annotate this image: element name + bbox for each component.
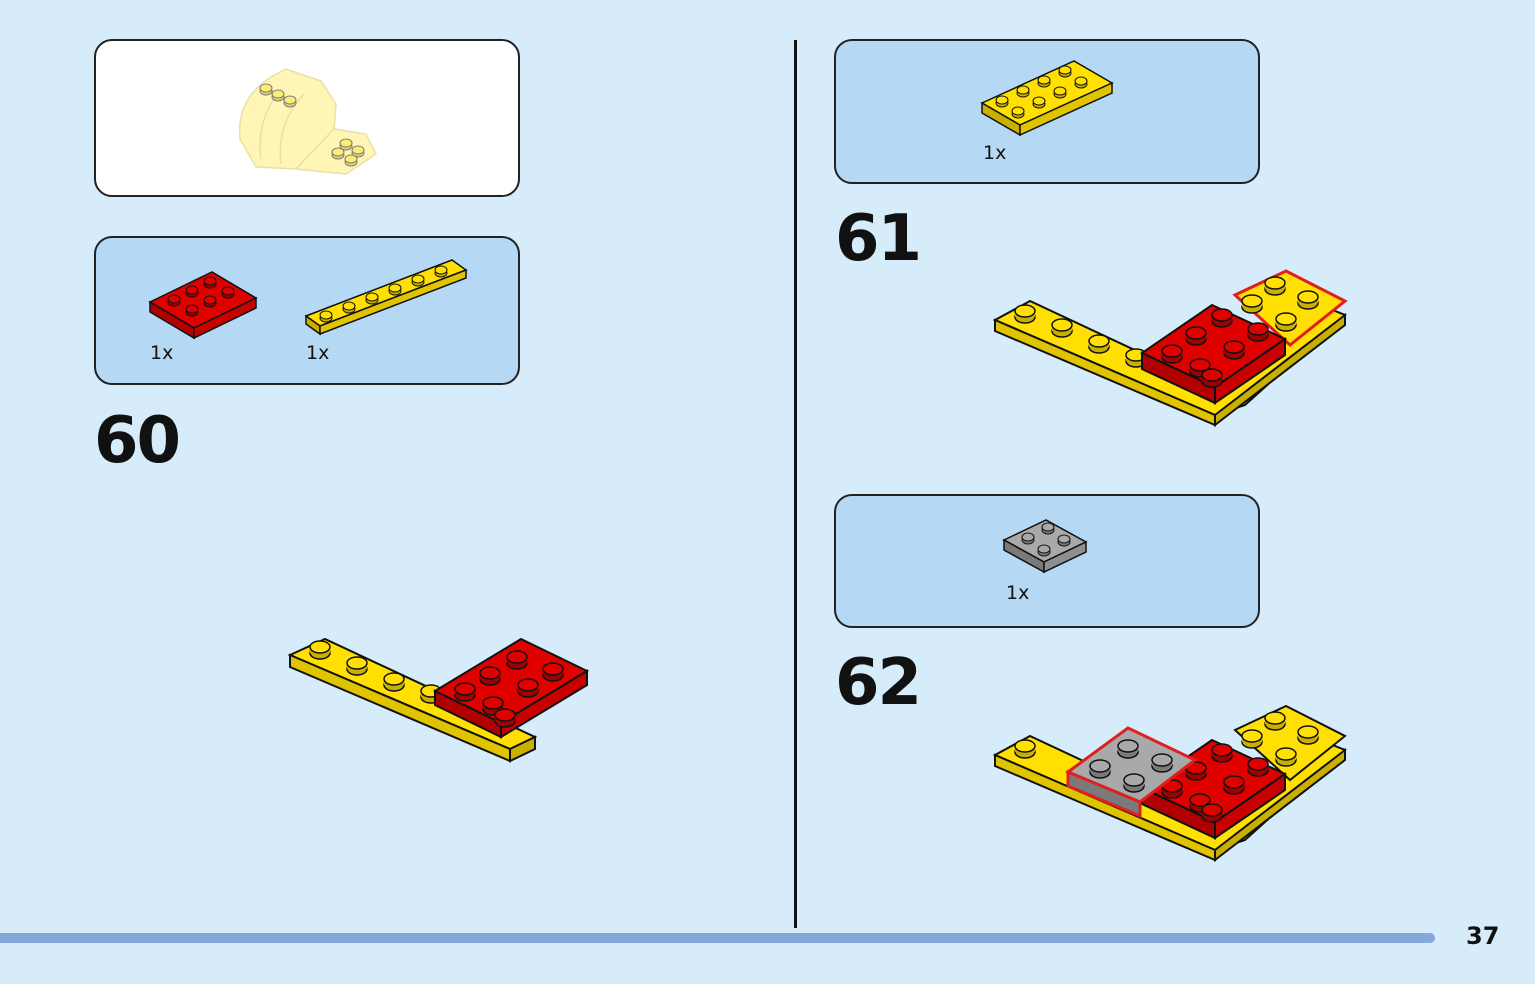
step-62-assembly-illustration	[992, 704, 1347, 863]
step-60-parts-box: 1x 1x	[94, 236, 520, 385]
part-quantity: 1x	[306, 342, 330, 364]
page-divider	[794, 40, 797, 928]
red-2x3-plate-icon	[148, 271, 258, 340]
step-number: 62	[835, 646, 922, 720]
step-60-assembly-illustration	[287, 637, 590, 763]
page-number: 37	[1466, 922, 1500, 950]
step-61-parts-box: 1x	[834, 39, 1260, 184]
step-number: 60	[94, 404, 181, 478]
part-quantity: 1x	[983, 142, 1007, 164]
part-quantity: 1x	[1006, 582, 1030, 604]
step-number: 61	[835, 202, 922, 276]
part-quantity: 1x	[150, 342, 174, 364]
gray-2x2-plate-icon	[1002, 519, 1088, 574]
subassembly-preview-box	[94, 39, 520, 197]
footer-bar	[0, 933, 1435, 943]
step-61-assembly-illustration	[992, 269, 1348, 428]
faded-yellow-subassembly-illustration	[238, 68, 377, 175]
yellow-1x6-plate-icon	[304, 259, 468, 336]
yellow-2x4-plate-icon	[980, 60, 1114, 137]
step-62-parts-box: 1x	[834, 494, 1260, 628]
